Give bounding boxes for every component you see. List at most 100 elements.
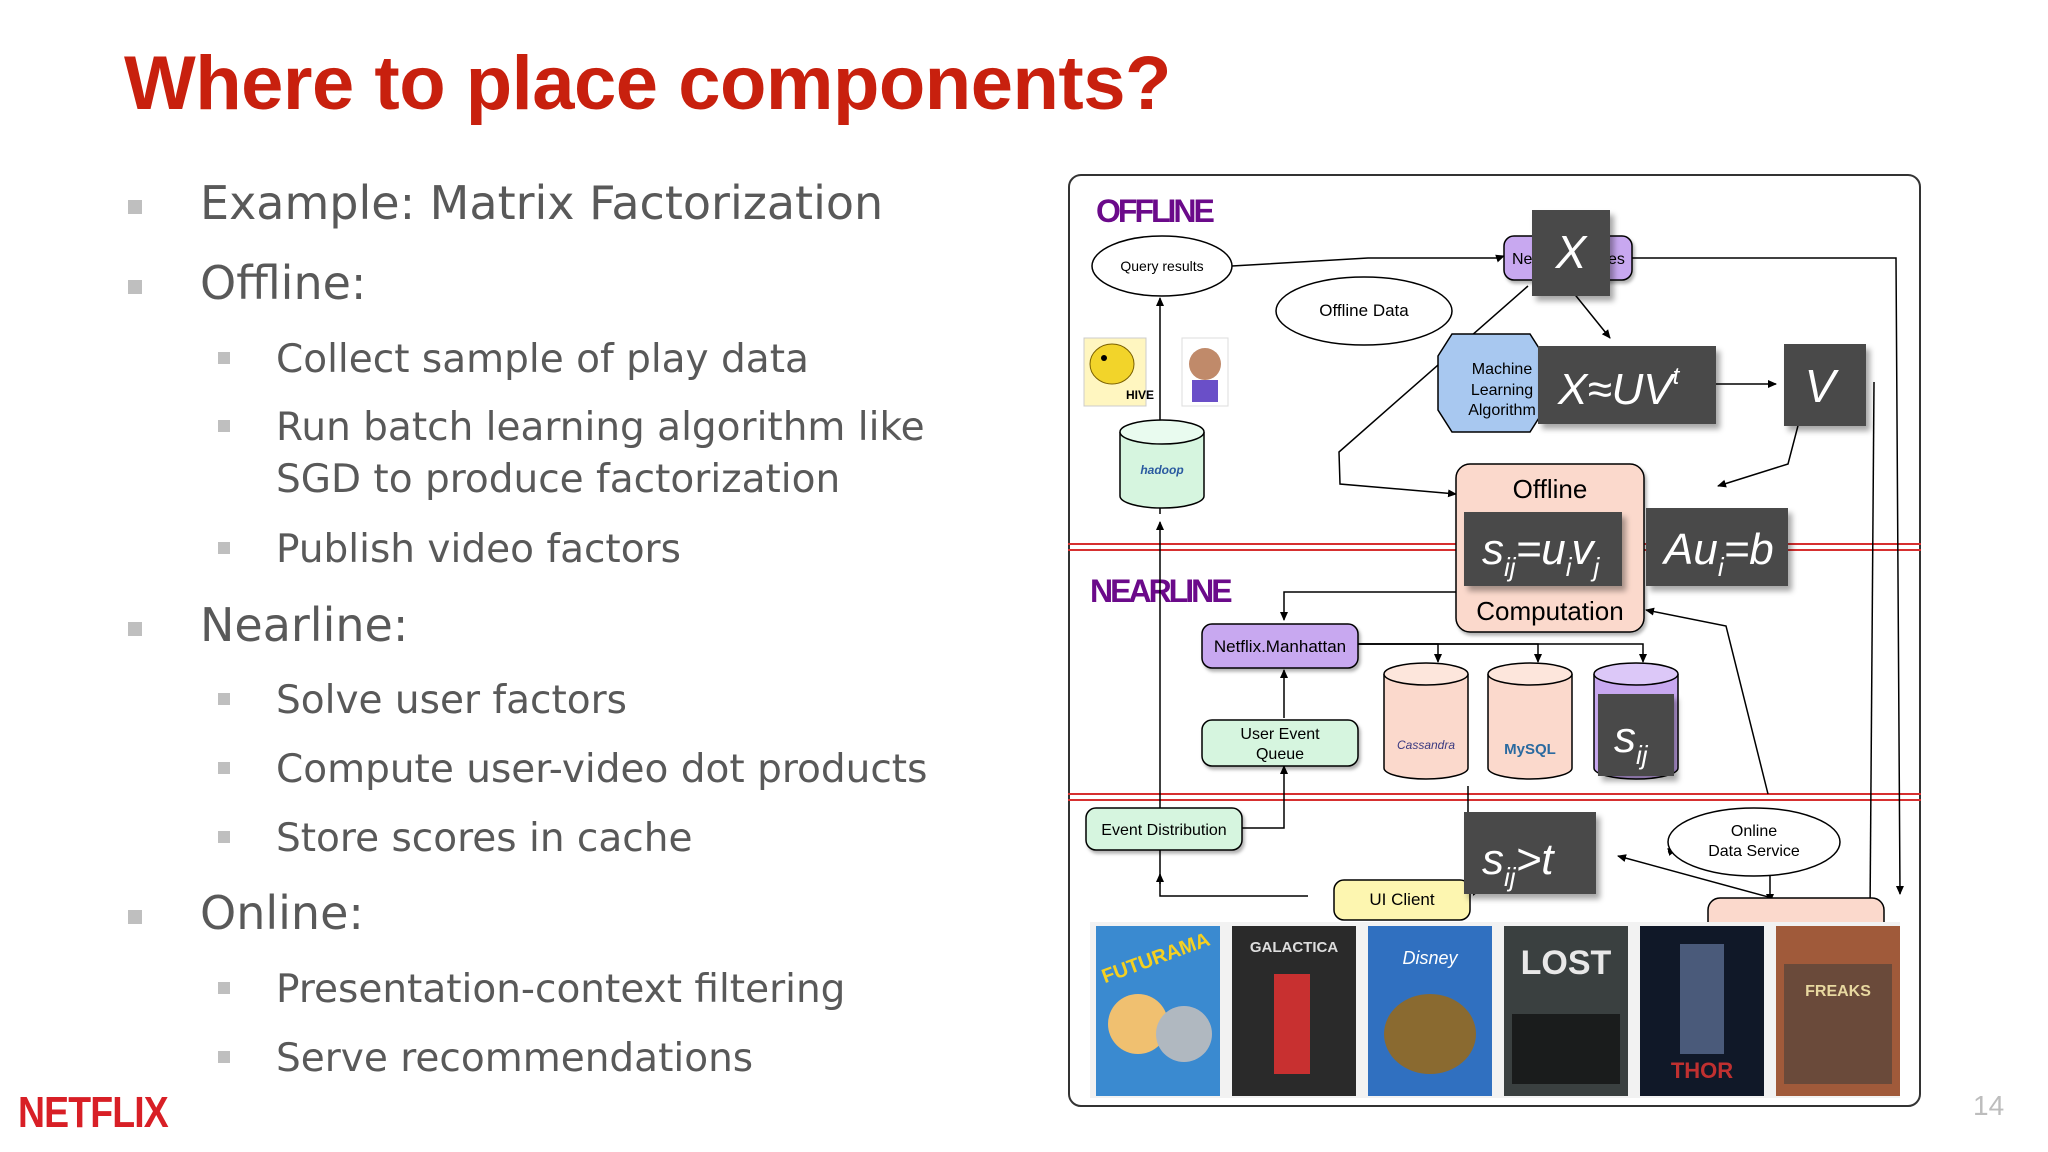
bullet-square-icon — [218, 1051, 230, 1063]
ui-client-node — [1333, 879, 1471, 921]
overlay-x-approx-uv: X≈UVt — [1538, 346, 1716, 424]
computation-label: Computation — [1476, 596, 1623, 626]
hadoop-datastore: hadoop — [1119, 419, 1205, 509]
movie-posters: FUTURAMA GALACTICA Disney LOST THOR FREA… — [1096, 926, 1900, 1096]
bullet-presentation: Presentation-context filtering — [218, 964, 846, 1016]
bullet-text: Example: Matrix Factorization — [200, 176, 884, 230]
netflix-services-label-b: es — [1608, 251, 1625, 268]
bullet-offline: Offline: — [128, 256, 366, 310]
event-distribution-node — [1085, 807, 1243, 851]
connector-dist-to-queue — [1228, 765, 1288, 829]
slide-title: Where to place components? — [124, 41, 1171, 126]
svg-text:sij>t: sij>t — [1482, 835, 1555, 892]
bullet-list: Example: Matrix Factorization Offline: C… — [128, 176, 928, 1085]
offline-section-label: OFFLINE — [1096, 193, 1215, 229]
bullet-text: Run batch learning algorithm like — [276, 405, 925, 450]
online-data-service-label-1: Online — [1731, 823, 1777, 840]
poster-disney-title: Disney — [1402, 948, 1458, 968]
bullet-text: Online: — [200, 886, 364, 940]
pig-icon — [1181, 337, 1229, 407]
bullet-nearline: Nearline: — [128, 598, 409, 652]
architecture-svg: OFFLINE NEARLINE Query results Offline D… — [1068, 174, 1921, 1107]
overlay-x: X — [1532, 210, 1610, 296]
offline-data-node — [1275, 276, 1453, 346]
connector-query-to-services — [1231, 254, 1505, 267]
ml-label-3: Algorithm — [1468, 402, 1536, 419]
nearline-online-separator — [1068, 793, 1921, 801]
online-data-service-node — [1667, 807, 1841, 877]
cassandra-datastore: Cassandra — [1383, 662, 1469, 780]
bullet-square-icon — [218, 982, 230, 994]
svg-text:Cassandra: Cassandra — [1397, 738, 1455, 752]
svg-text:sij: sij — [1614, 713, 1649, 770]
bullet-text: Store scores in cache — [276, 816, 693, 861]
svg-text:X: X — [1555, 226, 1589, 278]
poster-strip — [1090, 922, 1900, 1098]
ml-label-2: Learning — [1471, 382, 1533, 399]
connector-v-to-cache — [1866, 381, 1875, 915]
netflix-manhattan-node — [1201, 623, 1359, 669]
ui-client-label: UI Client — [1369, 890, 1434, 909]
ml-label-1: Machine — [1472, 361, 1533, 378]
overlay-v: V — [1784, 344, 1866, 426]
bullet-square-icon — [218, 831, 230, 843]
offline-label: Offline — [1513, 474, 1588, 504]
poster-thor-title: THOR — [1671, 1058, 1733, 1083]
bullet-store: Store scores in cache — [218, 813, 693, 865]
bullet-text-line2: SGD to produce factorization — [276, 457, 841, 502]
hive-icon: HIVE — [1083, 337, 1154, 407]
bullet-square-icon — [218, 352, 230, 364]
bullet-square-icon — [218, 762, 230, 774]
connector-services-to-offline — [1338, 285, 1529, 498]
query-results-node — [1091, 235, 1233, 297]
svg-text:MySQL: MySQL — [1504, 741, 1556, 758]
bullet-online: Online: — [128, 886, 364, 940]
bullet-square-icon — [128, 910, 142, 924]
user-event-queue-label-1: User Event — [1240, 726, 1320, 743]
poster-galactica-title: GALACTICA — [1250, 939, 1338, 956]
bullet-compute: Compute user-video dot products — [218, 744, 928, 796]
bullet-square-icon — [218, 420, 230, 432]
svg-text:hadoop: hadoop — [1140, 463, 1183, 477]
bullet-text: Presentation-context filtering — [276, 967, 846, 1012]
bullet-example: Example: Matrix Factorization — [128, 176, 884, 230]
bullet-text: Serve recommendations — [276, 1036, 754, 1081]
overlay-au-b: Aui=b — [1646, 508, 1788, 586]
netflix-logo: NETFLIX — [18, 1088, 169, 1137]
bullet-text: Nearline: — [200, 598, 409, 652]
bullet-text: Collect sample of play data — [276, 337, 809, 382]
svg-text:X≈UVt: X≈UVt — [1557, 363, 1681, 414]
bullet-square-icon — [128, 280, 142, 294]
connector-v-to-offline — [1717, 417, 1801, 488]
bullet-collect: Collect sample of play data — [218, 334, 809, 386]
bullet-square-icon — [128, 622, 142, 636]
overlay-sij-gt-t: sij>t — [1464, 812, 1596, 894]
svg-text:HIVE: HIVE — [1126, 388, 1154, 402]
event-distribution-label: Event Distribution — [1101, 822, 1226, 839]
netflix-manhattan-label: Netflix.Manhattan — [1214, 637, 1346, 656]
bullet-solve: Solve user factors — [218, 675, 627, 727]
connector-offline-to-manhattan — [1280, 591, 1457, 621]
connector-manhattan-to-db3 — [1358, 643, 1647, 663]
overlay-sij-uv: sij=uivj — [1464, 512, 1622, 586]
connector-services-to-online — [1631, 257, 1904, 895]
nearline-section-label: NEARLINE — [1090, 573, 1232, 609]
svg-text:sij=uivj: sij=uivj — [1482, 525, 1601, 582]
svg-text:V: V — [1805, 360, 1840, 412]
bullet-text: Compute user-video dot products — [276, 747, 928, 792]
user-event-queue-label-2: Queue — [1256, 746, 1304, 763]
page-number: 14 — [1973, 1090, 2005, 1121]
bullet-square-icon — [218, 542, 230, 554]
bullet-text: Solve user factors — [276, 678, 627, 723]
bullet-publish: Publish video factors — [218, 524, 681, 576]
online-data-service-label-2: Data Service — [1708, 843, 1800, 860]
query-results-label: Query results — [1120, 258, 1203, 274]
bullet-text: Publish video factors — [276, 527, 681, 572]
svg-text:Aui=b: Aui=b — [1661, 525, 1774, 582]
architecture-diagram: OFFLINE NEARLINE Query results Offline D… — [1068, 174, 1921, 1107]
bullet-serve: Serve recommendations — [218, 1033, 754, 1085]
bullet-square-icon — [128, 200, 142, 214]
poster-freaks-title: FREAKS — [1805, 983, 1871, 1000]
mysql-datastore: MySQL — [1487, 662, 1573, 780]
